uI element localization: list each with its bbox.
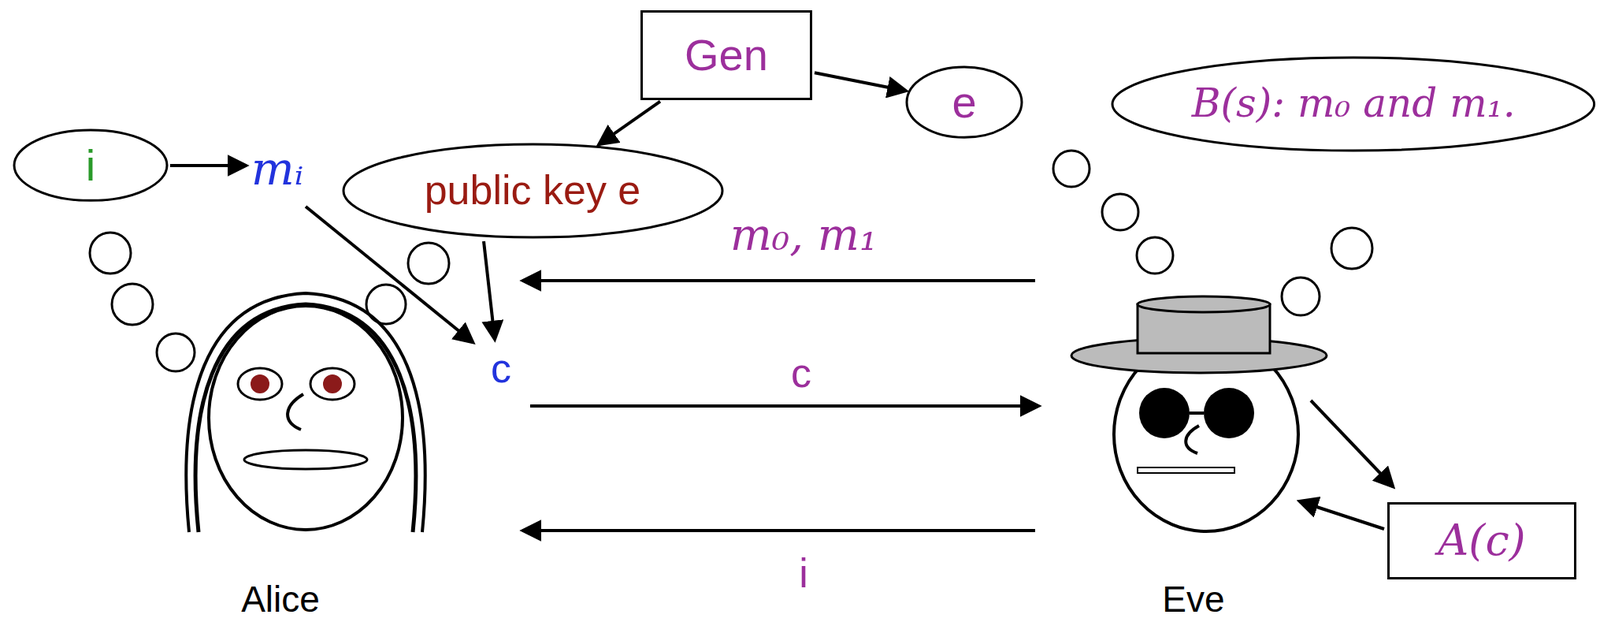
person-name: Alice [241,578,320,620]
choice-bubble: i [12,128,169,202]
person-name: Eve [1161,578,1225,620]
guess-label: i [798,549,809,598]
flow-arrows [170,165,1393,531]
alice-figure [185,293,425,532]
node-text: public key e [424,167,642,215]
connector-arrow [599,101,661,145]
ciphertext-label: c [490,345,512,393]
node-text: B(s): m₀ and m₁. [1191,81,1516,127]
node-text: e [951,77,977,128]
thought-bubble: B(s): m₀ and m₁. [1110,55,1597,153]
generator-box: Gen [640,10,813,101]
connector-arrow [814,72,906,91]
node-text: A(c) [1437,516,1526,565]
eve-figure [1071,296,1327,531]
node-text: i [85,140,96,191]
ciphertext-label: c [790,349,812,398]
key-bubble: e [905,65,1024,139]
public-key-bubble: public key e [341,142,724,239]
messages-label: m₀, m₁ [730,209,878,260]
adversary-box: A(c) [1387,501,1577,580]
message-label: mᵢ [251,142,305,196]
node-text: Gen [684,29,769,81]
